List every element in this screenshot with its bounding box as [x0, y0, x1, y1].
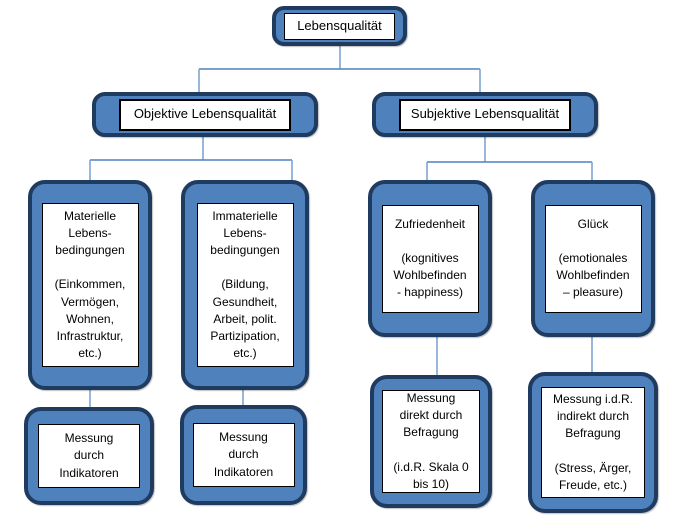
- node-label: Messung durch Indikatoren: [192, 423, 295, 487]
- node-zufriedenheit: Zufriedenheit (kognitives Wohlbefinden -…: [368, 180, 492, 337]
- node-immaterielle-lebensbedingungen: Immaterielle Lebens- bedingungen (Bildun…: [181, 180, 309, 390]
- node-label: Messung i.d.R. indirekt durch Befragung …: [541, 387, 645, 498]
- node-objektive-lebensqualitaet: Objektive Lebensqualität: [92, 92, 318, 137]
- node-label: Objektive Lebensqualität: [119, 98, 291, 131]
- node-messung-indirekt-durch-befragung: Messung i.d.R. indirekt durch Befragung …: [528, 372, 658, 513]
- node-label: Immaterielle Lebens- bedingungen (Bildun…: [196, 203, 294, 367]
- node-label: Lebensqualität: [284, 12, 395, 40]
- node-label: Subjektive Lebensqualität: [399, 98, 571, 131]
- node-glueck: Glück (emotionales Wohlbefinden – pleasu…: [531, 180, 655, 337]
- node-label: Materielle Lebens- bedingungen (Einkomme…: [41, 203, 139, 367]
- node-messung-durch-indikatoren-1: Messung durch Indikatoren: [24, 407, 154, 505]
- node-lebensqualitaet: Lebensqualität: [272, 6, 407, 46]
- node-label: Messung direkt durch Befragung (i.d.R. S…: [382, 390, 480, 493]
- node-messung-durch-indikatoren-2: Messung durch Indikatoren: [180, 405, 307, 505]
- node-label: Zufriedenheit (kognitives Wohlbefinden -…: [381, 204, 479, 313]
- node-materielle-lebensbedingungen: Materielle Lebens- bedingungen (Einkomme…: [28, 180, 152, 390]
- node-subjektive-lebensqualitaet: Subjektive Lebensqualität: [372, 92, 598, 137]
- node-label: Glück (emotionales Wohlbefinden – pleasu…: [544, 204, 642, 313]
- node-messung-direkt-durch-befragung: Messung direkt durch Befragung (i.d.R. S…: [370, 375, 492, 508]
- node-label: Messung durch Indikatoren: [38, 424, 140, 488]
